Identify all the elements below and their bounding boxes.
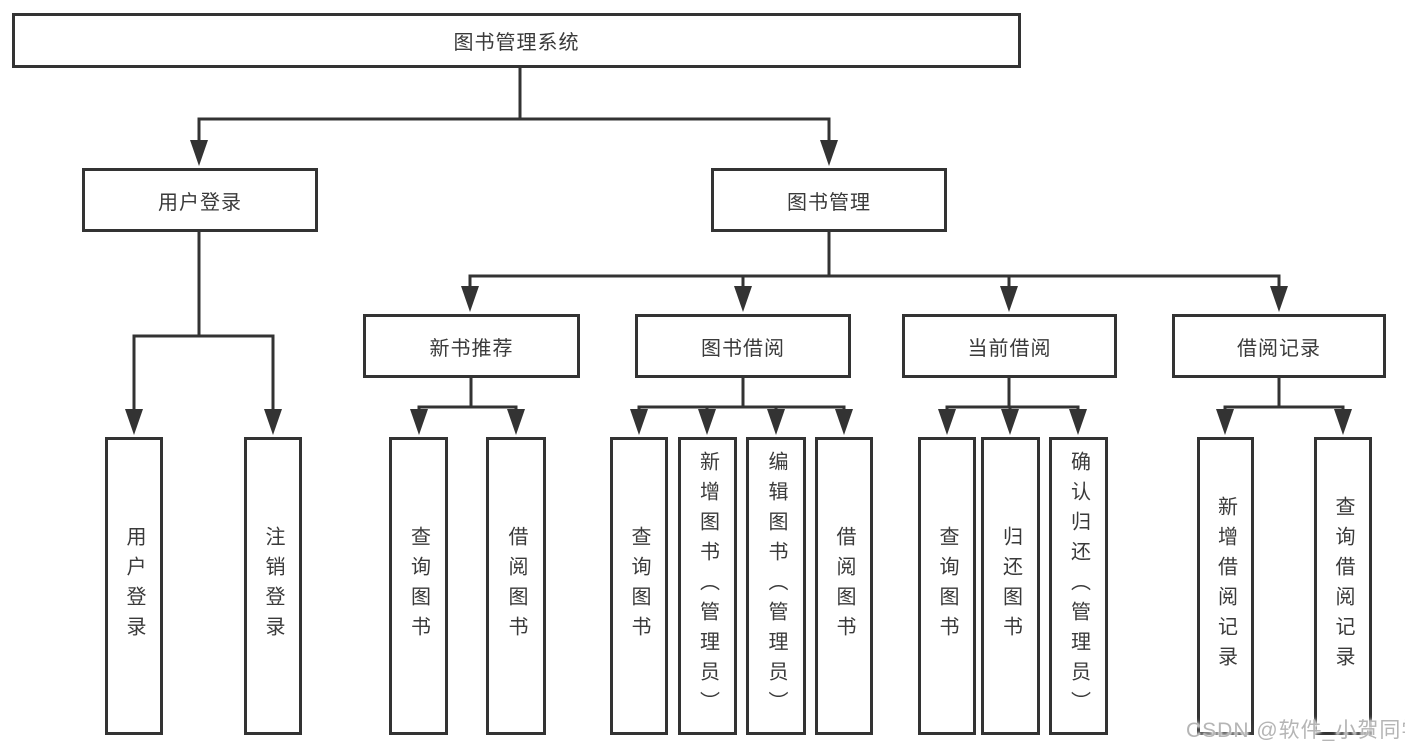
leaf-label: 编辑图书（管理员）	[765, 451, 787, 721]
leaf-label: 查询借阅记录	[1332, 496, 1354, 676]
leaf-logout: 注销登录	[244, 437, 302, 735]
leaf-query-books-recommend: 查询图书	[389, 437, 448, 735]
leaf-borrow-books-recommend: 借阅图书	[486, 437, 546, 735]
leaf-label: 新增借阅记录	[1214, 496, 1237, 676]
node-current-borrow: 当前借阅	[902, 314, 1117, 378]
node-book-management: 图书管理	[711, 168, 947, 232]
leaf-label: 新增图书（管理员）	[696, 451, 719, 721]
leaf-return-book: 归还图书	[981, 437, 1040, 735]
leaf-query-books-borrow: 查询图书	[610, 437, 668, 735]
csdn-watermark: CSDN @软件_小贺同学	[1186, 719, 1405, 742]
node-root: 图书管理系统	[12, 13, 1021, 68]
node-book-borrow: 图书借阅	[635, 314, 851, 378]
leaf-label: 确认归还（管理员）	[1067, 451, 1090, 721]
leaf-confirm-return-admin: 确认归还（管理员）	[1049, 437, 1108, 735]
leaf-label: 借阅图书	[833, 526, 855, 646]
leaf-user-login: 用户登录	[105, 437, 163, 735]
leaf-add-book-admin: 新增图书（管理员）	[678, 437, 737, 735]
leaf-label: 归还图书	[999, 526, 1022, 646]
leaf-add-borrow-record: 新增借阅记录	[1197, 437, 1254, 735]
leaf-label: 查询图书	[628, 526, 650, 646]
leaf-edit-book-admin: 编辑图书（管理员）	[746, 437, 806, 735]
leaf-query-borrow-record: 查询借阅记录	[1314, 437, 1372, 735]
node-user-login: 用户登录	[82, 168, 318, 232]
leaf-query-books-current: 查询图书	[918, 437, 976, 735]
leaf-label: 注销登录	[262, 526, 284, 646]
node-new-book-recommend: 新书推荐	[363, 314, 580, 378]
leaf-label: 用户登录	[123, 526, 145, 646]
leaf-label: 查询图书	[407, 526, 430, 646]
leaf-borrow-books: 借阅图书	[815, 437, 873, 735]
leaf-label: 借阅图书	[505, 526, 527, 646]
node-borrow-records: 借阅记录	[1172, 314, 1386, 378]
leaf-label: 查询图书	[936, 526, 958, 646]
